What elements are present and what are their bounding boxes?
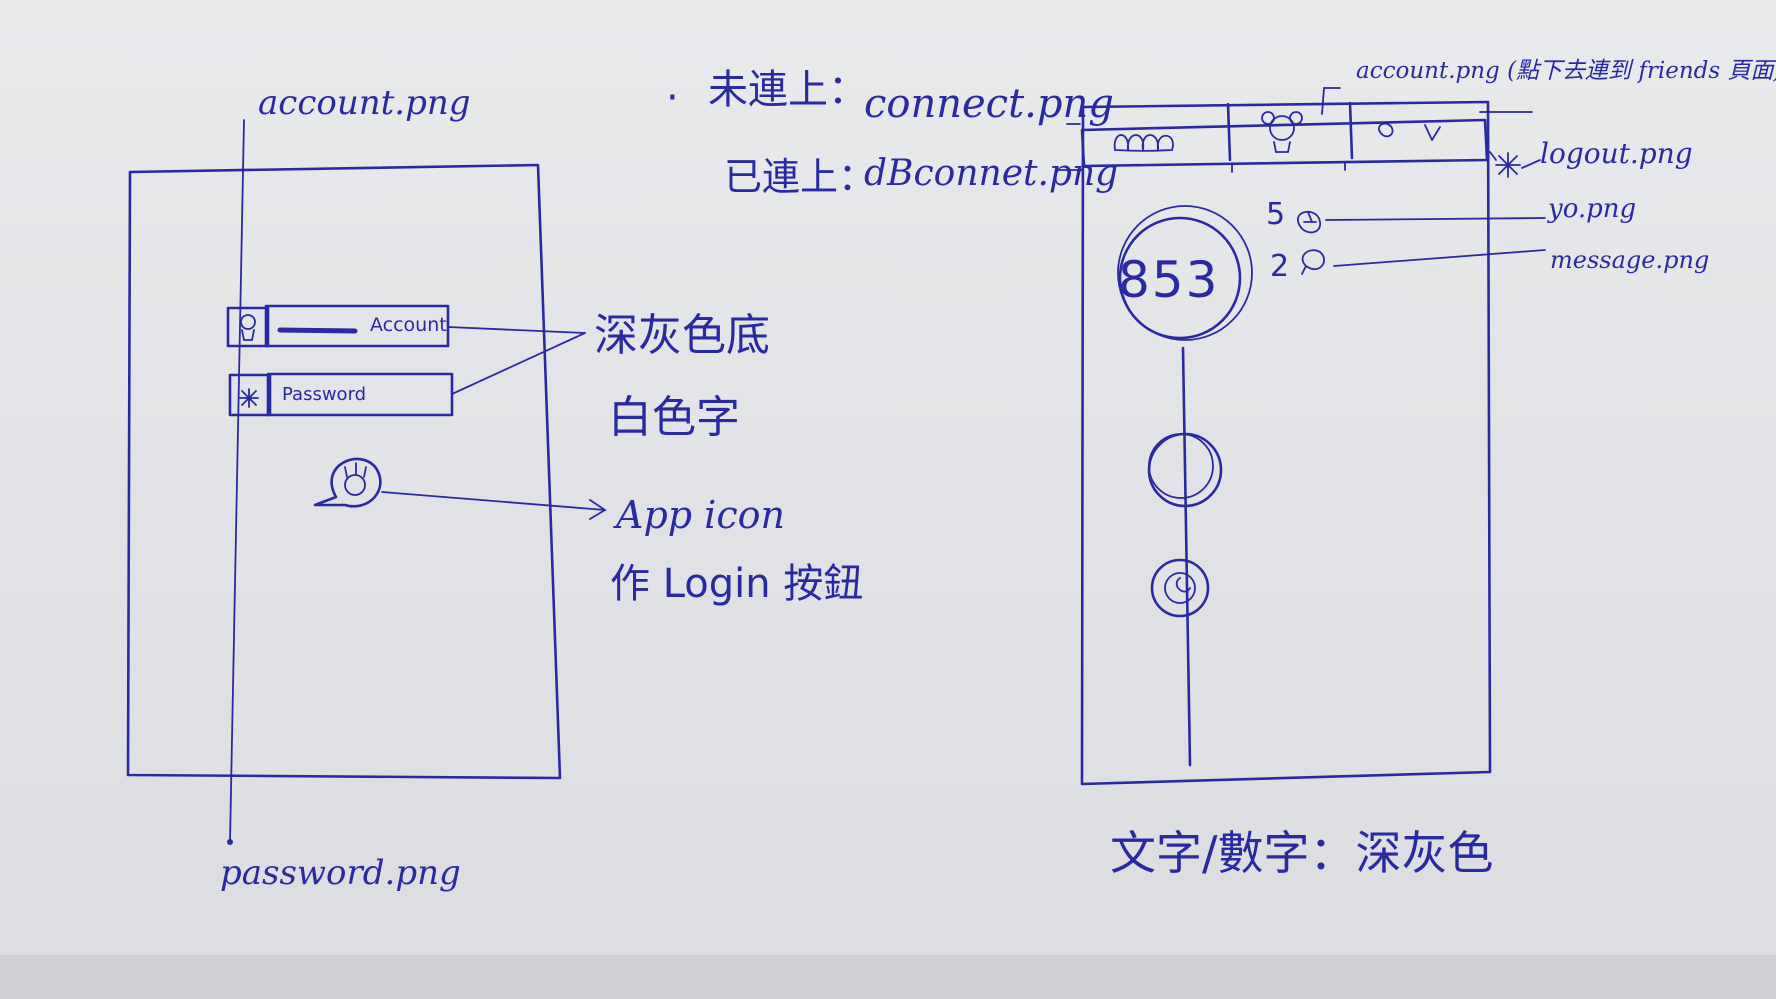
account-field-text: Account bbox=[370, 314, 447, 336]
connected-label: 已連上： bbox=[724, 155, 877, 199]
score-number: 853 bbox=[1118, 251, 1220, 309]
koala-icon-head bbox=[240, 314, 256, 330]
account-field-box bbox=[264, 304, 450, 348]
password-pointer-dot bbox=[227, 839, 233, 845]
table-surface bbox=[0, 955, 1776, 999]
text-color-note: 文字/數字：深灰色 bbox=[1110, 826, 1494, 880]
message-png-label: message.png bbox=[1550, 246, 1710, 274]
score-circle bbox=[1118, 216, 1242, 340]
timeline-node-2 bbox=[1150, 558, 1210, 618]
account-friends-note: account.png (點下去連到 friends 頁面) bbox=[1356, 58, 1776, 84]
bullet: · bbox=[666, 75, 679, 121]
asterisk-icon bbox=[239, 388, 259, 408]
white-text-note: 白色字 bbox=[608, 392, 740, 443]
logout-icon bbox=[1495, 152, 1521, 178]
connect-icon bbox=[1113, 134, 1174, 152]
yo-count-icon bbox=[1297, 211, 1321, 234]
account-png-label: account.png bbox=[258, 83, 471, 123]
koala-tab-icon bbox=[1269, 115, 1295, 141]
dbconnect-png-label: dBconnet.png bbox=[864, 153, 1119, 194]
app-icon-note: App icon bbox=[616, 493, 785, 537]
connect-png-label: connect.png bbox=[864, 81, 1114, 127]
yo-tab-icon bbox=[1378, 122, 1394, 138]
dark-background-note: 深灰色底 bbox=[594, 310, 770, 361]
message-count-icon bbox=[1301, 249, 1325, 275]
timeline-line bbox=[1181, 346, 1192, 767]
message-count: 2 bbox=[1270, 249, 1290, 284]
right-screen-frame bbox=[1080, 100, 1492, 786]
yo-png-label: yo.png bbox=[1548, 194, 1637, 224]
logout-png-label: logout.png bbox=[1540, 137, 1693, 170]
password-png-label: password.png bbox=[220, 853, 461, 893]
app-icon-arrow bbox=[381, 491, 607, 520]
password-icon-box bbox=[228, 373, 272, 417]
account-icon-box bbox=[226, 306, 270, 348]
yo-count: 5 bbox=[1266, 197, 1286, 232]
login-button-note: 作 Login 按鈕 bbox=[610, 561, 864, 607]
account-pointer-line bbox=[229, 119, 245, 843]
not-connected-label: 未連上： bbox=[708, 67, 868, 113]
password-field-text: Password bbox=[282, 384, 367, 405]
app-icon-bubble bbox=[313, 457, 382, 508]
left-screen-frame bbox=[126, 163, 562, 780]
